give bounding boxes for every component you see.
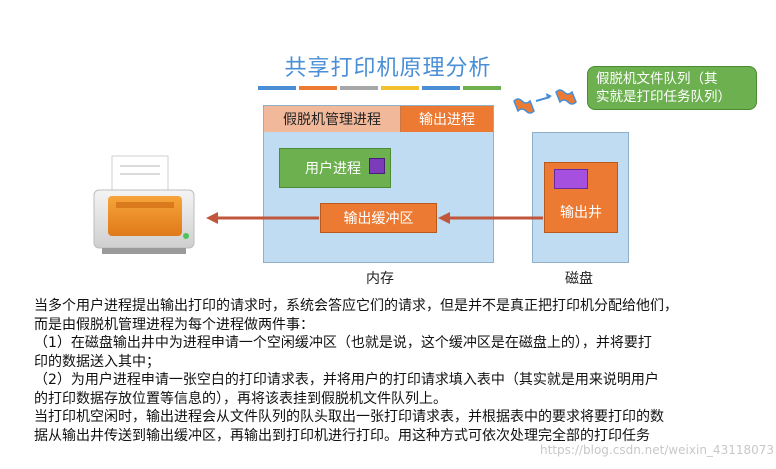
description-line: 据从输出井传送到输出缓冲区，再输出到打印机进行打印。用这种方式可依次处理完全部的… [34,427,650,444]
spool-queue-callout: 假脱机文件队列（其 实就是打印任务队列） [587,66,757,110]
description-line: （2）为用户进程申请一张空白的打印请求表，并将用户的打印请求填入表中（其实就是用… [34,372,659,388]
buffer-to-printer-head [206,212,218,224]
user-process-label: 用户进程 [305,161,361,177]
output-buffer: 输出缓冲区 [320,203,437,233]
description-line: 当多个用户进程提出输出打印的请求时，系统会答应它们的请求，但是并不是真正把打印机… [34,298,678,314]
description-line: 的打印数据存放位置等信息的），再将该表挂到假脱机文件队列上。 [34,390,447,407]
underline-segment [299,86,337,90]
description-line: 印的数据送入其中； [34,353,160,370]
diagram-title: 共享打印机原理分析 [284,56,492,81]
watermark: https://blog.csdn.net/weixin_43118073 [540,443,775,457]
description: 当多个用户进程提出输出打印的请求时，系统会答应它们的请求，但是并不是真正把打印机… [34,297,764,445]
underline-segment [381,86,419,90]
queue-card-icon [513,98,535,114]
underline-segment [340,86,378,90]
disk-caption: 磁盘 [565,271,593,287]
description-line: 当打印机空闲时，输出进程会从文件队列的队头取出一张打印请求表，并根据表中的要求将… [34,409,664,425]
queue-arrow-head [546,93,552,99]
memory-caption: 内存 [366,271,394,287]
underline-segment [422,86,460,90]
callout-line-1: 假脱机文件队列（其 [596,71,718,87]
user-process: 用户进程 [279,148,391,188]
output-process: 输出进程 [401,106,493,132]
well-to-buffer-head [438,212,450,224]
description-line: 而是由假脱机管理进程为每个进程做两件事： [34,316,314,333]
queue-card-icon [555,89,577,105]
output-well: 输出井 [544,162,618,233]
printer-icon [93,155,195,254]
spool-manager-process: 假脱机管理进程 [264,106,401,132]
spooled-data-block [554,169,588,189]
underline-segment [463,86,501,90]
user-data-block [369,158,385,174]
callout-line-2: 实就是打印任务队列） [596,89,731,105]
underline-segment [258,86,296,90]
description-line: （1）在磁盘输出井中为进程申请一个空闲缓冲区（也就是说，这个缓冲区是在磁盘上的）… [34,335,652,351]
title-underline [258,86,501,90]
output-well-label: 输出井 [560,205,602,221]
